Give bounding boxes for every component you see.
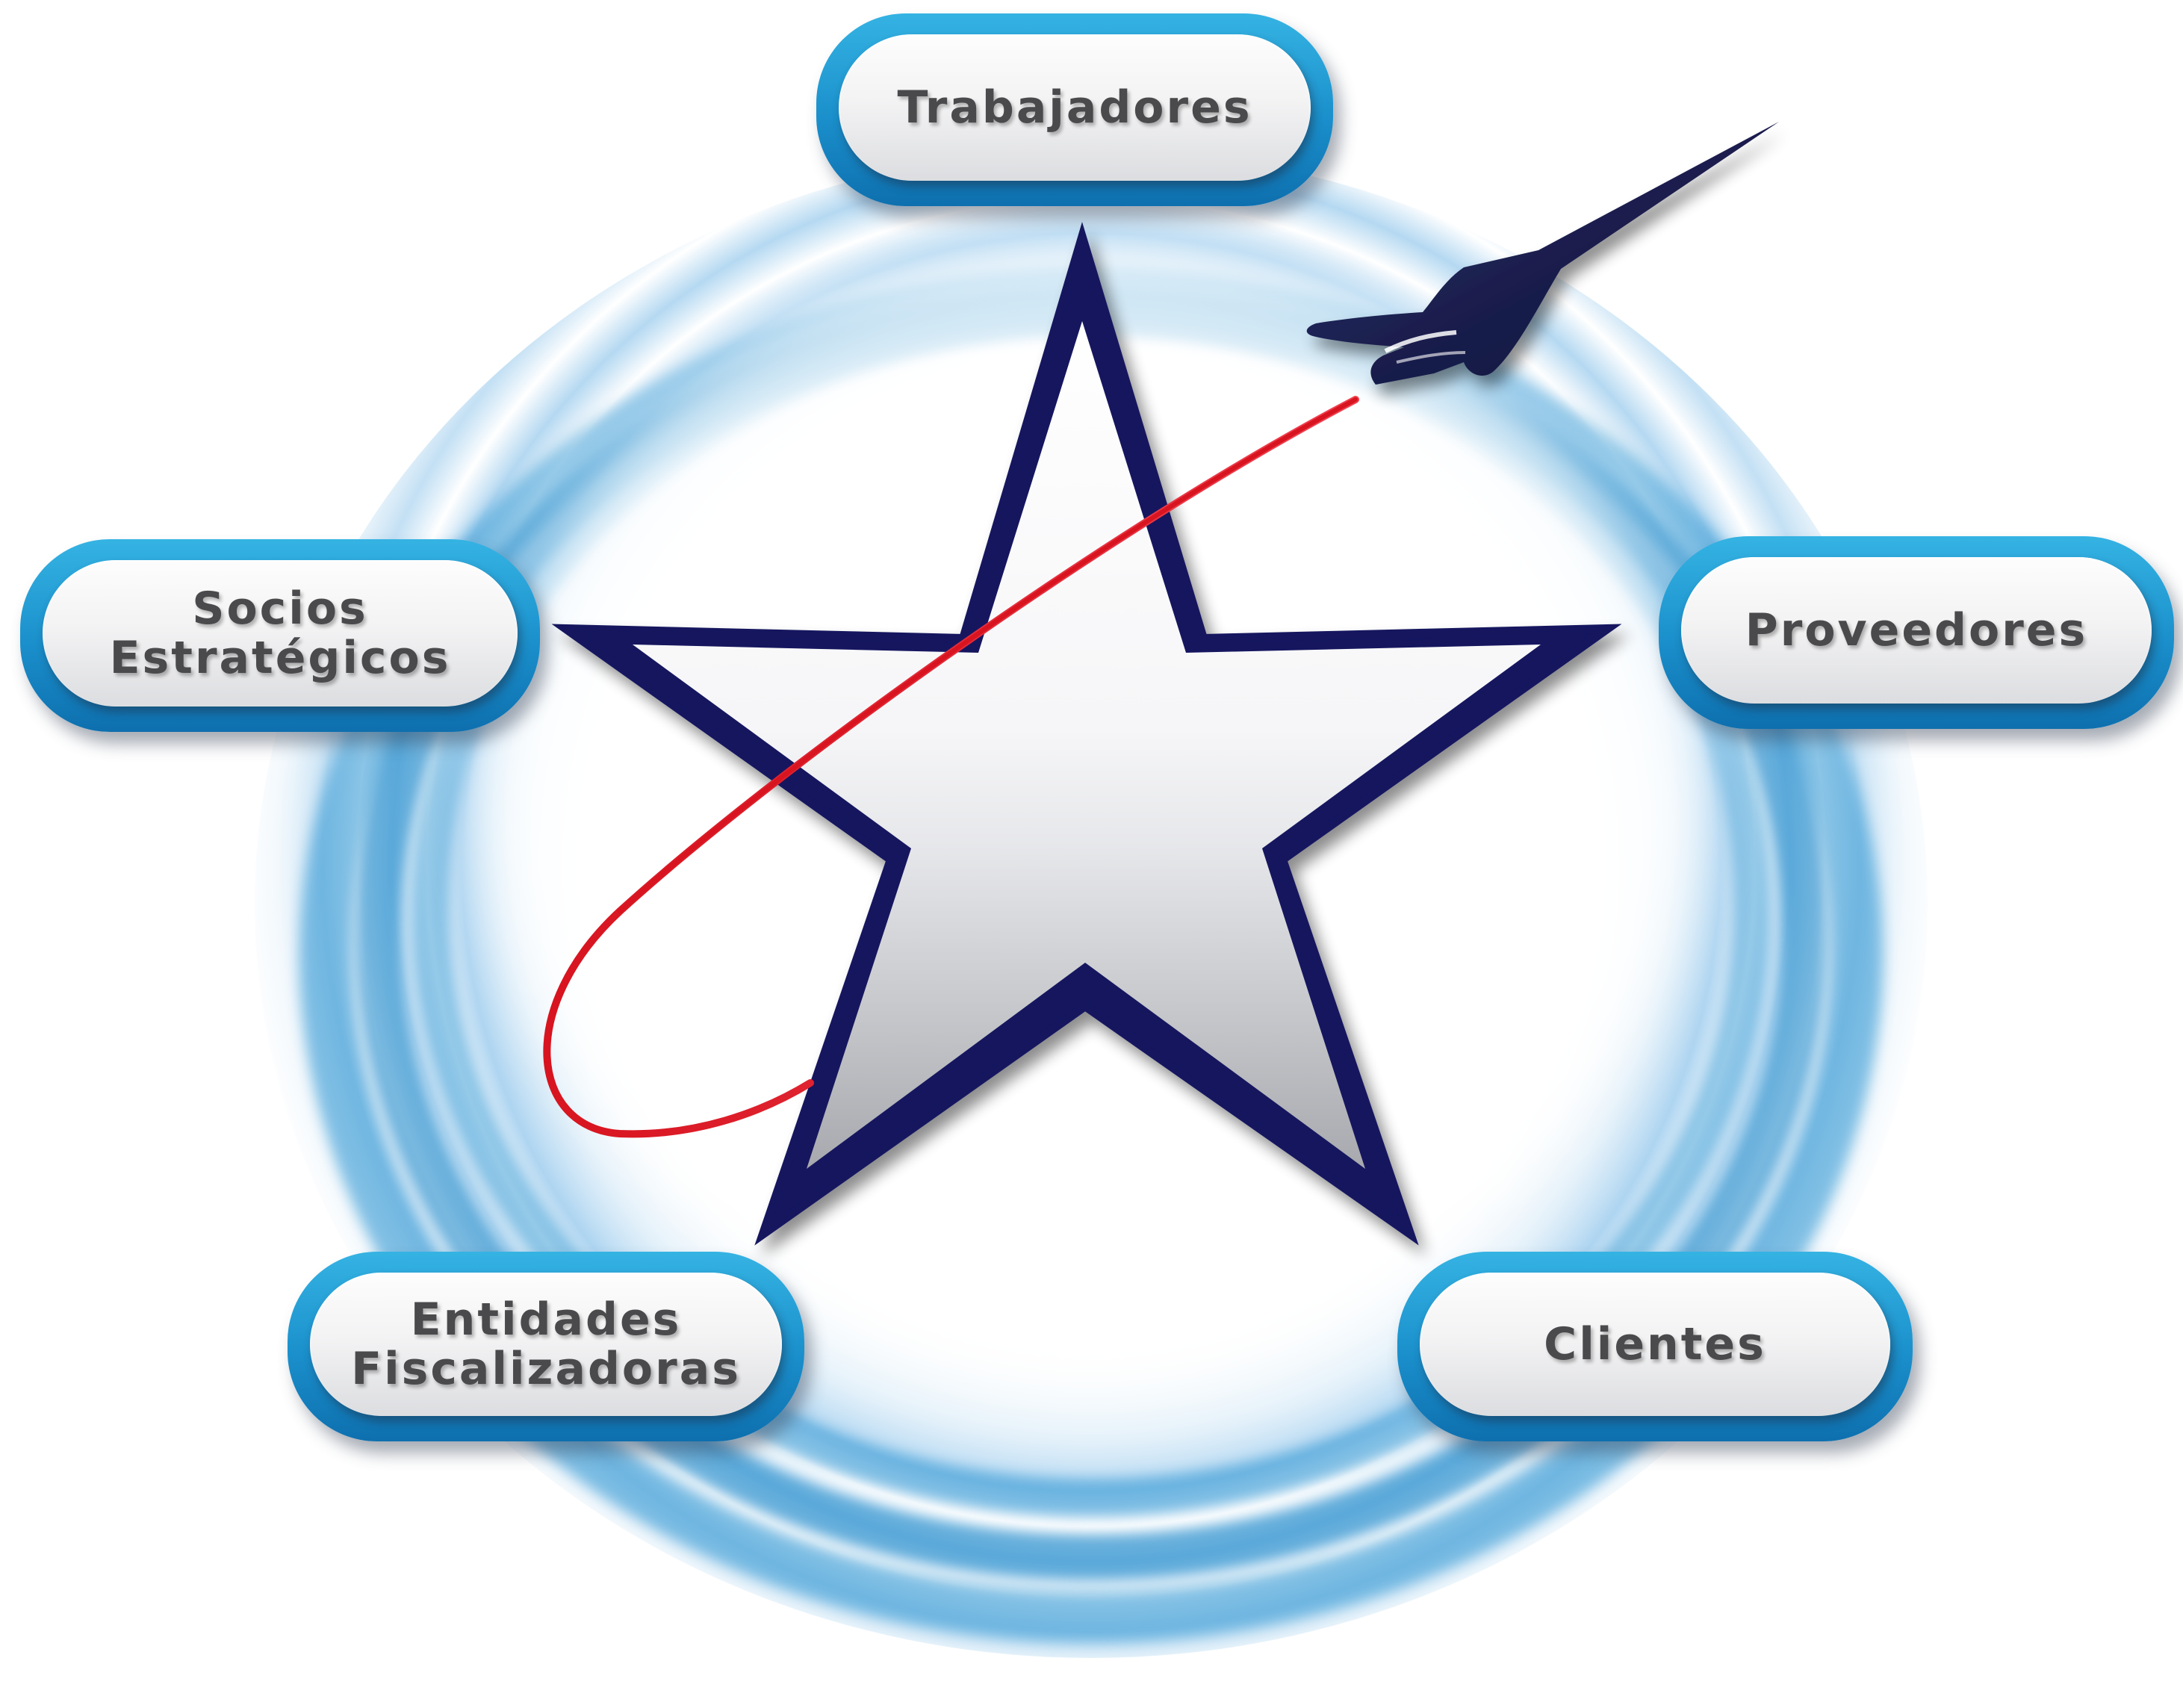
stakeholder-proveedores: Proveedores [1659,536,2174,729]
stakeholder-clientes: Clientes [1397,1252,1913,1441]
stakeholder-label-box: Clientes [1420,1273,1890,1416]
stakeholder-entidades-fiscalizadoras: Entidades Fiscalizadoras [288,1252,804,1441]
stakeholder-label-box: Trabajadores [839,34,1311,181]
stakeholder-label-box: Entidades Fiscalizadoras [310,1273,782,1416]
stakeholder-label-box: Proveedores [1681,557,2152,704]
stakeholder-label-box: Socios Estratégicos [43,560,518,707]
stakeholder-label-line-1: Entidades [410,1294,682,1346]
jet-icon [1306,122,1779,385]
star-icon [551,222,1622,1246]
stakeholder-label: Proveedores [1745,604,2088,656]
star-body [633,321,1541,1169]
stakeholder-label-line-2: Fiscalizadoras [351,1343,741,1395]
stakeholder-trabajadores: Trabajadores [816,13,1333,206]
stakeholder-label-line-2: Estratégicos [109,632,451,684]
stakeholder-label: Clientes [1544,1318,1766,1370]
stakeholder-label-line-1: Socios [192,583,368,635]
stakeholder-label: Trabajadores [897,81,1252,134]
stakeholder-socios-estrategicos: Socios Estratégicos [20,539,540,732]
orbit-swoosh-icon [543,396,1359,1138]
